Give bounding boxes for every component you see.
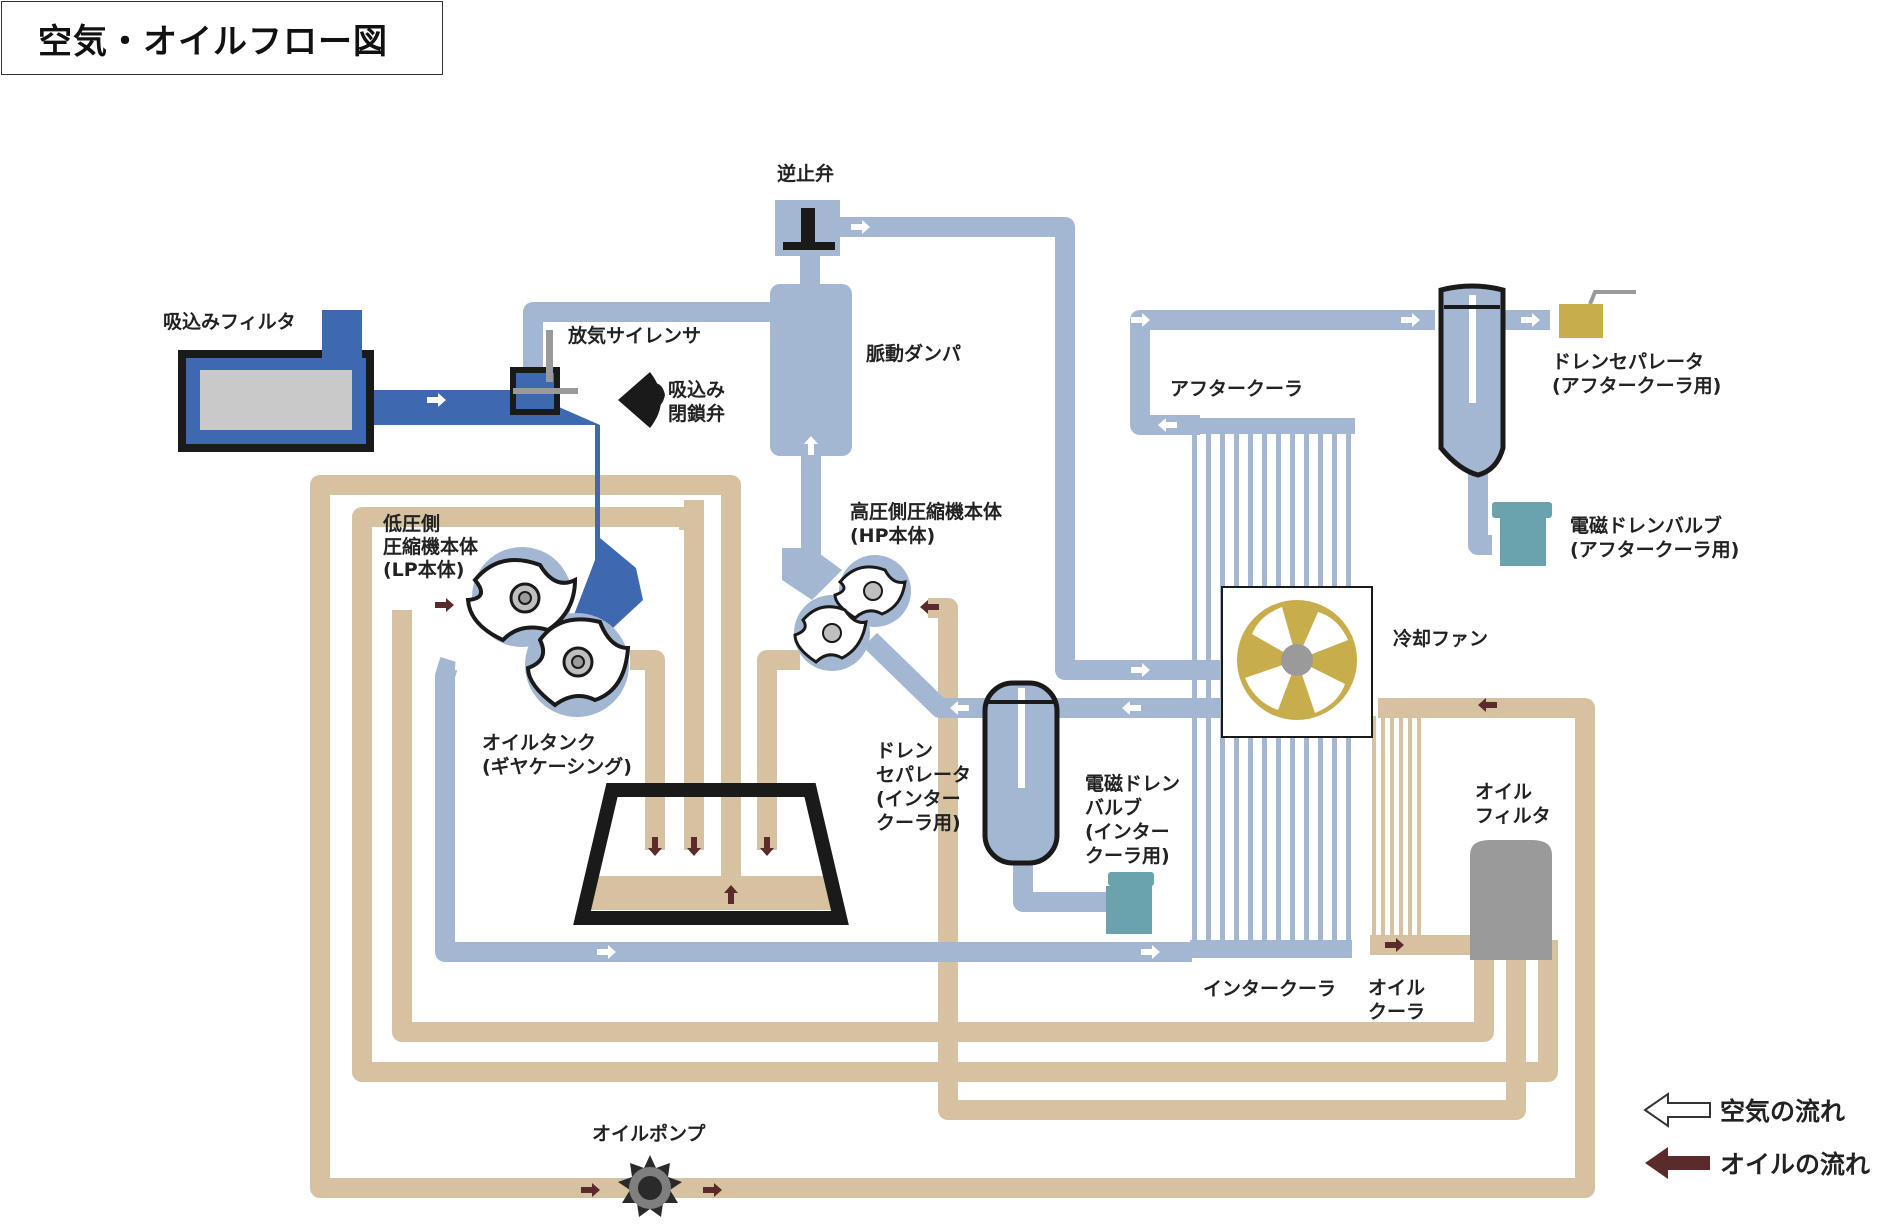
label-aftercooler: アフタークーラ <box>1170 378 1303 400</box>
label-solenoid-after-1: 電磁ドレンバルブ <box>1570 514 1722 537</box>
label-drain-sep-after-2: (アフタークーラ用) <box>1552 375 1721 397</box>
intake-closing-valve-cap <box>618 372 661 428</box>
label-check-valve: 逆止弁 <box>777 162 834 185</box>
label-oil-cooler-1: オイル <box>1368 977 1425 999</box>
label-solenoid-inter-4: クーラ用) <box>1085 845 1170 867</box>
oil-filter <box>1470 840 1552 960</box>
intake-duct <box>360 390 643 640</box>
label-drain-sep-inter-1: ドレン <box>876 740 933 762</box>
label-intake-valve-1: 吸込み <box>668 379 725 401</box>
oil-pump <box>618 1155 682 1217</box>
label-drain-sep-after-1: ドレンセパレータ <box>1552 351 1704 373</box>
label-drain-sep-inter-2: セパレータ <box>876 764 971 786</box>
label-hp-body-2: (HP本体) <box>850 524 935 547</box>
silencer-stem <box>546 330 553 382</box>
check-valve <box>775 200 840 256</box>
label-intake-filter: 吸込みフィルタ <box>163 311 296 333</box>
air-pipe-intercooler-bottom <box>435 657 1192 962</box>
page-title: 空気・オイルフロー図 <box>38 21 388 62</box>
label-solenoid-inter-1: 電磁ドレン <box>1085 772 1180 795</box>
label-oil-pump: オイルポンプ <box>592 1122 706 1145</box>
legend: 空気の流れ オイルの流れ <box>1643 1092 1870 1179</box>
intake-filter-top <box>322 310 362 366</box>
label-pulsation-damper: 脈動ダンパ <box>866 342 961 365</box>
label-hp-body-1: 高圧側圧縮機本体 <box>850 500 1003 523</box>
legend-air-arrow-icon <box>1643 1092 1711 1128</box>
silencer-plate <box>513 388 578 394</box>
intake-system <box>178 310 665 640</box>
oil-tank-body <box>573 783 849 925</box>
legend-air-label: 空気の流れ <box>1720 1097 1845 1126</box>
label-intake-valve-2: 閉鎖弁 <box>668 402 725 425</box>
drain-separator-aftercooler <box>1438 283 1636 566</box>
label-cooling-fan: 冷却ファン <box>1393 627 1488 650</box>
legend-oil-arrow-icon <box>1645 1147 1710 1179</box>
oil-pipe-hp-loop <box>928 598 1526 1120</box>
label-lp-body-2: 圧縮機本体 <box>383 535 479 558</box>
label-oil-filter-2: フィルタ <box>1475 805 1551 827</box>
label-lp-body-1: 低圧側 <box>382 512 440 535</box>
label-drain-sep-inter-4: クーラ用) <box>876 812 961 834</box>
air-pipe-aftercooler-top <box>1130 310 1435 435</box>
lp-compressor-body <box>465 547 631 717</box>
oil-pipe-drop-1 <box>630 650 665 850</box>
label-oil-tank-2: (ギヤケーシング) <box>482 755 632 778</box>
label-solenoid-after-2: (アフタークーラ用) <box>1570 539 1739 561</box>
cooling-fan <box>1221 586 1373 738</box>
intake-filter-element <box>200 370 352 430</box>
label-oil-cooler-2: クーラ <box>1368 1001 1425 1023</box>
labels: 吸込みフィルタ 放気サイレンサ 吸込み 閉鎖弁 逆止弁 脈動ダンパ 低圧側 圧縮… <box>163 162 1739 1145</box>
label-oil-tank-1: オイルタンク <box>482 732 596 754</box>
oil-tank <box>573 783 849 925</box>
label-lp-body-3: (LP本体) <box>383 558 464 581</box>
air-pipe-silencer-damper <box>523 302 775 380</box>
label-solenoid-inter-3: (インター <box>1085 821 1170 843</box>
oil-pipe-outer-loop <box>310 475 1595 1198</box>
air-pipe-after-drain <box>1468 450 1492 555</box>
label-drain-sep-inter-3: (インター <box>876 788 961 810</box>
legend-oil-label: オイルの流れ <box>1720 1150 1870 1179</box>
drain-separator-intercooler <box>982 680 1154 934</box>
hp-compressor-body <box>782 548 911 671</box>
title-box: 空気・オイルフロー図 <box>1 1 443 75</box>
label-solenoid-inter-2: バルブ <box>1085 796 1142 819</box>
oil-tank-oil <box>588 876 832 910</box>
oil-pipe-drop-3 <box>757 650 800 850</box>
air-pipe-drainsep-valve <box>1013 850 1108 912</box>
label-intercooler: インタークーラ <box>1203 978 1336 1000</box>
pulsation-damper <box>770 256 852 456</box>
label-oil-filter-1: オイル <box>1475 781 1532 803</box>
label-release-silencer: 放気サイレンサ <box>567 324 701 347</box>
air-pipe-hp-drainsep <box>863 632 985 718</box>
